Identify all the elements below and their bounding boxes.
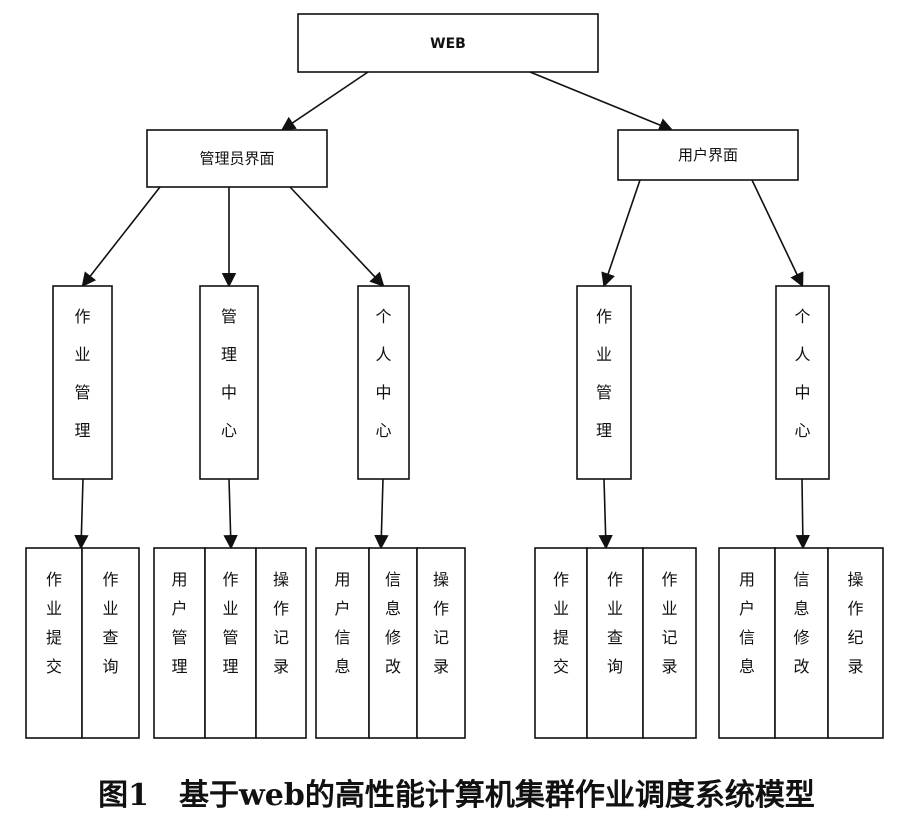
node-user-group-1-label: 个人中心 bbox=[794, 307, 810, 440]
edge-admin-leaves-2 bbox=[374, 478, 389, 550]
node-admin-group-2: 个人中心 bbox=[357, 285, 410, 480]
node-admin-box bbox=[146, 129, 328, 188]
leaf-admin-1-2-box bbox=[255, 547, 307, 739]
leaf-user-0-2: 作业记录 bbox=[642, 547, 697, 739]
leaf-admin-1-1: 作业管理 bbox=[204, 547, 257, 739]
leaf-admin-2-2-box bbox=[416, 547, 466, 739]
node-admin: 管理员界面 bbox=[146, 129, 328, 188]
edges bbox=[74, 71, 811, 550]
leaf-admin-1-0-label: 用户管理 bbox=[171, 570, 187, 676]
node-admin-group-1-label: 管理中心 bbox=[221, 307, 237, 440]
leaf-admin-1-1-box bbox=[204, 547, 257, 739]
leaf-admin-2-1-label: 信息修改 bbox=[385, 570, 401, 676]
leaf-user-1-1: 信息修改 bbox=[774, 547, 829, 739]
leaf-user-1-0-label: 用户信息 bbox=[739, 570, 755, 676]
node-user-group-1: 个人中心 bbox=[775, 285, 830, 480]
edge-user-leaves-0 bbox=[598, 478, 613, 550]
node-admin-group-1-box bbox=[199, 285, 259, 480]
edge-user-group-1 bbox=[751, 179, 804, 288]
leaf-user-0-0-box bbox=[534, 547, 588, 739]
leaf-admin-2-2-label: 操作记录 bbox=[433, 570, 449, 676]
nodes: WEB管理员界面用户界面作业管理管理中心个人中心作业管理个人中心作业提交作业查询… bbox=[25, 13, 884, 739]
leaf-admin-2-0-label: 用户信息 bbox=[334, 570, 350, 676]
leaf-admin-1-2: 操作记录 bbox=[255, 547, 307, 739]
node-admin-group-0-box bbox=[52, 285, 113, 480]
leaf-admin-0-1: 作业查询 bbox=[81, 547, 140, 739]
node-admin-group-1: 管理中心 bbox=[199, 285, 259, 480]
leaf-user-0-0-label: 作业提交 bbox=[553, 570, 569, 676]
leaf-admin-2-2: 操作记录 bbox=[416, 547, 466, 739]
leaf-user-1-2: 操作纪录 bbox=[827, 547, 884, 739]
node-user-group-0-box bbox=[576, 285, 632, 480]
leaf-user-1-2-box bbox=[827, 547, 884, 739]
node-user-group-0: 作业管理 bbox=[576, 285, 632, 480]
edge-admin-leaves-1 bbox=[223, 478, 238, 550]
leaf-user-0-1-box bbox=[586, 547, 644, 739]
leaf-admin-2-1: 信息修改 bbox=[368, 547, 418, 739]
leaf-admin-0-1-box bbox=[81, 547, 140, 739]
leaf-admin-2-0: 用户信息 bbox=[315, 547, 370, 739]
edge-admin-group-0 bbox=[81, 186, 161, 288]
leaf-user-0-2-box bbox=[642, 547, 697, 739]
leaf-admin-1-0: 用户管理 bbox=[153, 547, 206, 739]
node-user-group-1-box bbox=[775, 285, 830, 480]
leaf-admin-0-1-label: 作业查询 bbox=[102, 570, 118, 676]
leaf-user-0-1-label: 作业查询 bbox=[607, 570, 623, 676]
node-user-label: 用户界面 bbox=[678, 146, 738, 164]
node-user-box bbox=[617, 129, 799, 181]
leaf-user-0-1: 作业查询 bbox=[586, 547, 644, 739]
node-admin-group-2-box bbox=[357, 285, 410, 480]
leaf-user-1-0: 用户信息 bbox=[718, 547, 776, 739]
leaf-user-1-0-box bbox=[718, 547, 776, 739]
flowchart: WEB管理员界面用户界面作业管理管理中心个人中心作业管理个人中心作业提交作业查询… bbox=[25, 13, 884, 739]
node-admin-label: 管理员界面 bbox=[199, 150, 274, 168]
node-admin-group-0-label: 作业管理 bbox=[74, 307, 90, 440]
edge-user-group-0 bbox=[601, 179, 641, 288]
leaf-admin-1-1-label: 作业管理 bbox=[222, 570, 238, 676]
leaf-user-1-2-label: 操作纪录 bbox=[847, 570, 863, 676]
node-admin-group-2-label: 个人中心 bbox=[375, 307, 391, 440]
leaf-user-1-1-box bbox=[774, 547, 829, 739]
node-user-group-0-label: 作业管理 bbox=[596, 307, 612, 440]
edge-admin-leaves-0 bbox=[74, 478, 89, 550]
node-web: WEB bbox=[297, 13, 599, 73]
leaf-admin-1-2-label: 操作记录 bbox=[273, 570, 289, 676]
leaf-admin-1-0-box bbox=[153, 547, 206, 739]
figure-caption: 图1 基于web的高性能计算机集群作业调度系统模型 bbox=[98, 778, 815, 813]
node-user: 用户界面 bbox=[617, 129, 799, 181]
leaf-user-1-1-label: 信息修改 bbox=[793, 570, 809, 676]
edge-web-user bbox=[529, 71, 674, 132]
leaf-user-0-2-label: 作业记录 bbox=[661, 570, 677, 676]
node-web-box bbox=[297, 13, 599, 73]
leaf-admin-0-0-label: 作业提交 bbox=[46, 570, 62, 676]
edge-admin-group-2 bbox=[289, 186, 385, 288]
leaf-admin-0-0: 作业提交 bbox=[25, 547, 83, 739]
node-web-label: WEB bbox=[430, 36, 466, 52]
leaf-user-0-0: 作业提交 bbox=[534, 547, 588, 739]
edge-web-admin bbox=[280, 71, 369, 131]
edge-user-leaves-1 bbox=[795, 478, 811, 550]
node-admin-group-0: 作业管理 bbox=[52, 285, 113, 480]
